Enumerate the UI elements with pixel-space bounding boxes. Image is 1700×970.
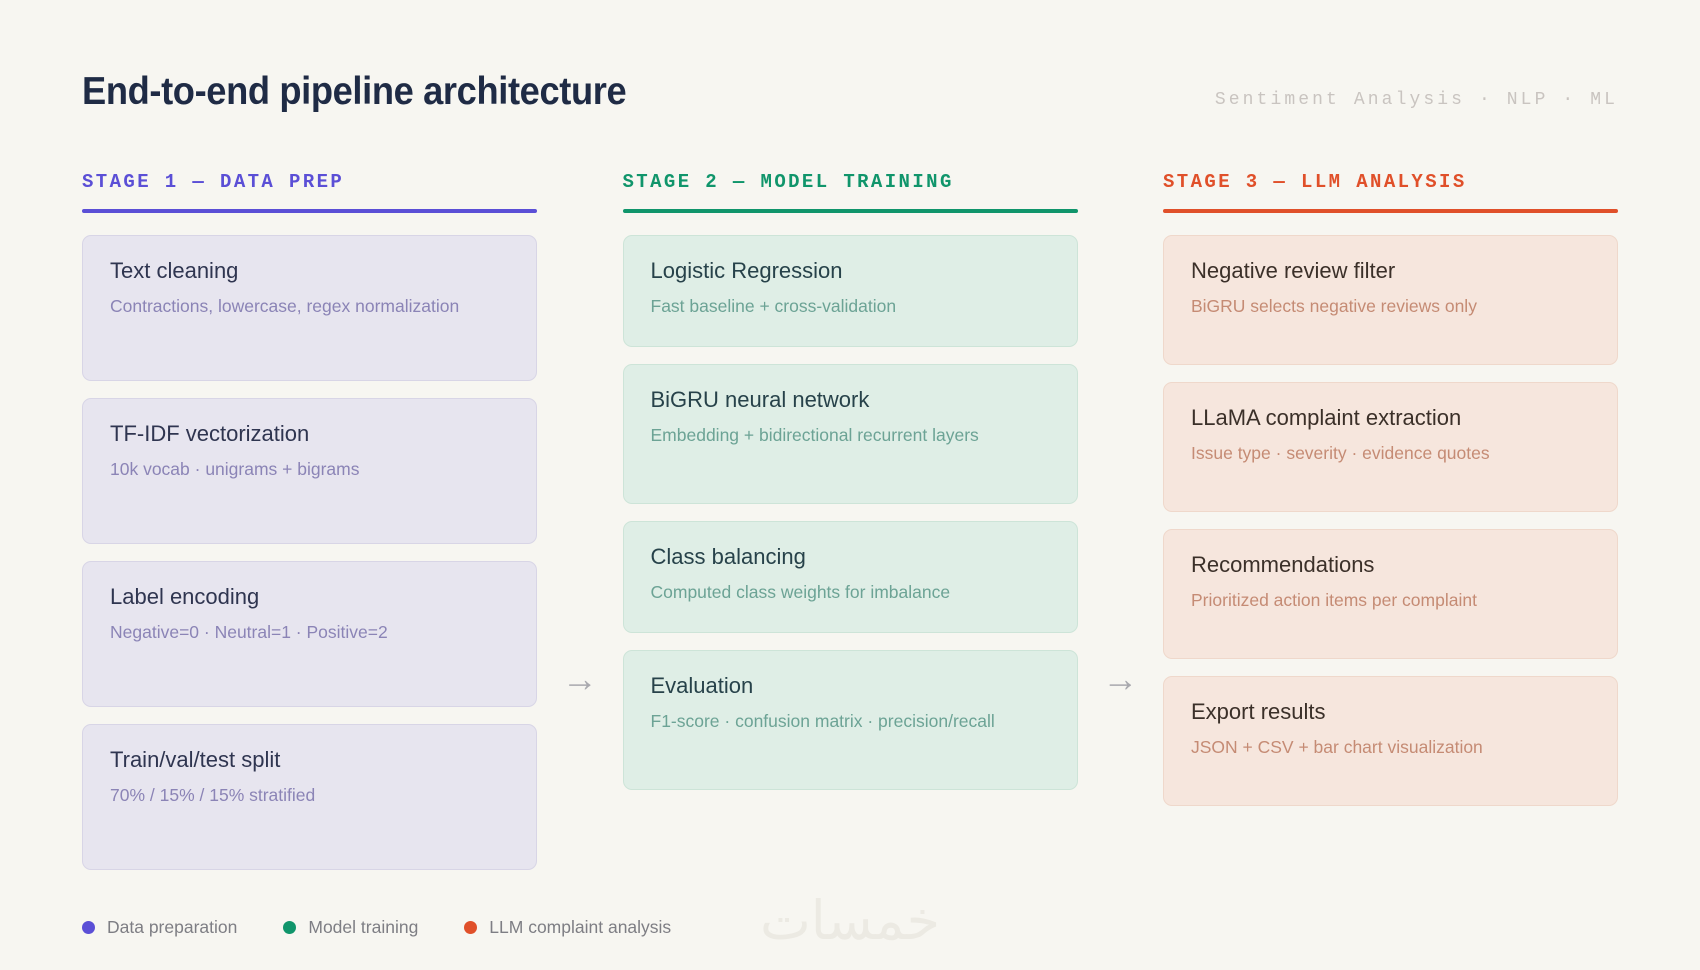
legend-dot-icon [82, 921, 95, 934]
legend-label: LLM complaint analysis [489, 917, 672, 937]
card-description: Fast baseline + cross-validation [650, 296, 897, 317]
stage-2-card-list: Logistic Regression Fast baseline + cros… [622, 235, 1078, 807]
card-description: F1-score · confusion matrix · precision/… [650, 711, 995, 732]
card-description: 70% / 15% / 15% stratified [110, 785, 316, 806]
card-title: TF-IDF vectorization [110, 421, 310, 446]
arrow-right-icon: → [1102, 658, 1139, 699]
watermark: خمسات [759, 889, 941, 952]
card-export-results[interactable]: Export results JSON + CSV + bar chart vi… [1163, 676, 1618, 806]
legend-item-data-preparation: Data preparation [82, 917, 237, 938]
card-title: LLaMA complaint extraction [1191, 405, 1462, 430]
card-label-encoding[interactable]: Label encoding Negative=0 · Neutral=1 · … [82, 561, 537, 707]
page-header: End-to-end pipeline architecture Sentime… [82, 0, 1618, 114]
card-title: Train/val/test split [110, 747, 281, 772]
legend-item-model-training: Model training [283, 917, 418, 938]
card-description: Negative=0 · Neutral=1 · Positive=2 [110, 622, 388, 643]
card-title: Class balancing [650, 544, 806, 569]
card-recommendations[interactable]: Recommendations Prioritized action items… [1163, 529, 1618, 659]
stage-2-heading: STAGE 2 — MODEL TRAINING [622, 171, 954, 193]
card-description: Contractions, lowercase, regex normaliza… [110, 296, 460, 317]
card-description: Computed class weights for imbalance [650, 582, 951, 603]
legend-item-llm-complaint-analysis: LLM complaint analysis [464, 917, 671, 938]
card-description: BiGRU selects negative reviews only [1191, 296, 1477, 317]
card-title: Negative review filter [1191, 258, 1396, 283]
stage-3-heading: STAGE 3 — LLM ANALYSIS [1163, 171, 1467, 193]
arrow-stage2-to-stage3: → [1078, 171, 1164, 887]
stage-1-underline [82, 209, 537, 213]
card-text-cleaning[interactable]: Text cleaning Contractions, lowercase, r… [82, 235, 537, 381]
card-bigru-neural-network[interactable]: BiGRU neural network Embedding + bidirec… [622, 364, 1078, 504]
card-evaluation[interactable]: Evaluation F1-score · confusion matrix ·… [622, 650, 1078, 790]
stage-1-card-list: Text cleaning Contractions, lowercase, r… [82, 235, 537, 887]
stage-1-heading: STAGE 1 — DATA PREP [82, 171, 345, 193]
page-title: End-to-end pipeline architecture [82, 70, 627, 113]
stage-column-1: STAGE 1 — DATA PREP Text cleaning Contra… [82, 171, 537, 887]
arrow-stage1-to-stage2: → [537, 171, 623, 887]
stage-3-underline [1163, 209, 1618, 213]
card-description: Prioritized action items per complaint [1191, 590, 1477, 611]
card-tfidf-vectorization[interactable]: TF-IDF vectorization 10k vocab · unigram… [82, 398, 537, 544]
card-title: Recommendations [1191, 552, 1375, 577]
card-description: Embedding + bidirectional recurrent laye… [650, 425, 979, 446]
stage-3-card-list: Negative review filter BiGRU selects neg… [1163, 235, 1618, 823]
stage-column-2: STAGE 2 — MODEL TRAINING Logistic Regres… [622, 171, 1078, 807]
stage-2-underline [622, 209, 1078, 213]
card-description: Issue type · severity · evidence quotes [1191, 443, 1490, 464]
card-title: BiGRU neural network [650, 387, 870, 412]
pipeline-columns: STAGE 1 — DATA PREP Text cleaning Contra… [82, 171, 1618, 887]
card-title: Evaluation [650, 673, 754, 698]
card-negative-review-filter[interactable]: Negative review filter BiGRU selects neg… [1163, 235, 1618, 365]
arrow-right-icon: → [561, 658, 598, 699]
card-description: JSON + CSV + bar chart visualization [1191, 737, 1483, 758]
card-llama-complaint-extraction[interactable]: LLaMA complaint extraction Issue type · … [1163, 382, 1618, 512]
card-title: Logistic Regression [650, 258, 843, 283]
card-description: 10k vocab · unigrams + bigrams [110, 459, 360, 480]
legend-dot-icon [464, 921, 478, 934]
card-title: Label encoding [110, 584, 260, 609]
stage-column-3: STAGE 3 — LLM ANALYSIS Negative review f… [1163, 171, 1618, 823]
legend-dot-icon [283, 921, 297, 934]
card-title: Export results [1191, 699, 1326, 724]
legend-label: Data preparation [107, 917, 238, 937]
card-logistic-regression[interactable]: Logistic Regression Fast baseline + cros… [622, 235, 1078, 347]
legend-label: Model training [308, 917, 419, 937]
card-class-balancing[interactable]: Class balancing Computed class weights f… [622, 521, 1078, 633]
card-title: Text cleaning [110, 258, 239, 283]
header-tagline: Sentiment Analysis · NLP · ML [1214, 90, 1618, 110]
card-train-val-test-split[interactable]: Train/val/test split 70% / 15% / 15% str… [82, 724, 537, 870]
legend: Data preparation Model training LLM comp… [82, 917, 1618, 938]
